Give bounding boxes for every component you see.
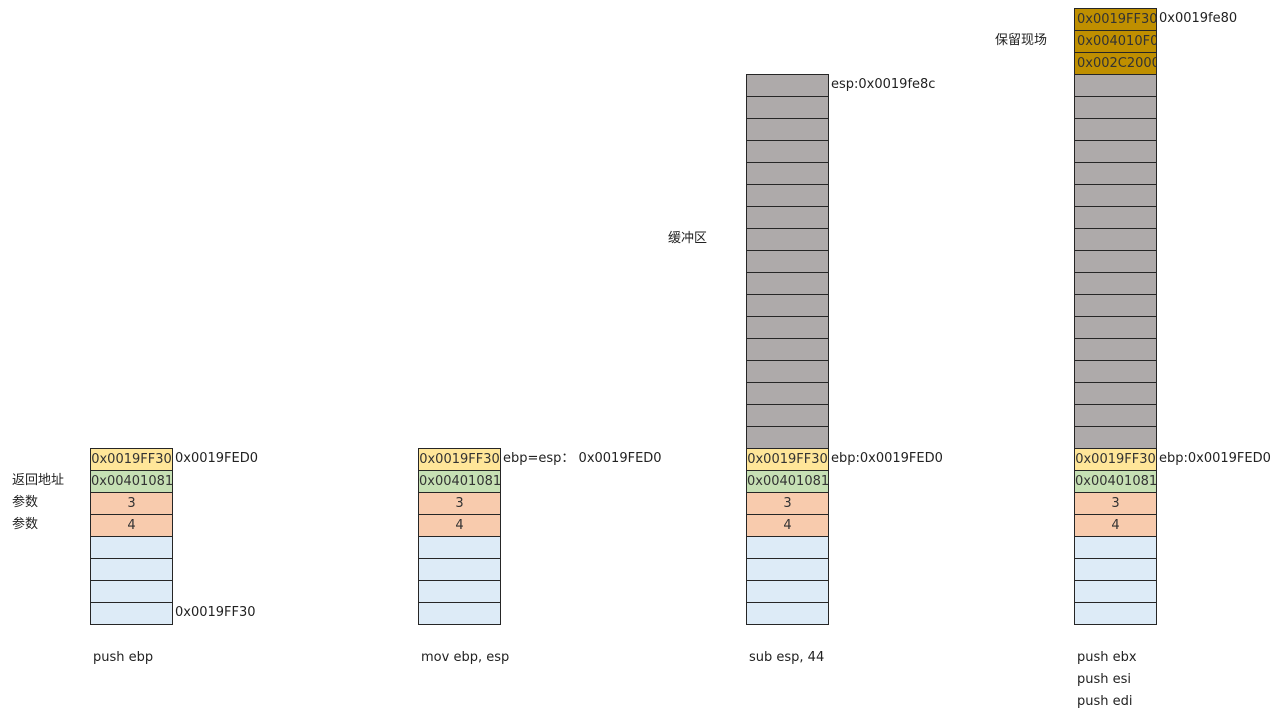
buffer-cell [746,206,829,229]
buffer-cell [746,272,829,295]
address-label: ebp:0x0019FED0 [831,451,943,466]
buffer-cell [1074,206,1157,229]
buffer-cell [1074,250,1157,273]
buffer-cell [746,426,829,449]
address-label: ebp=esp： 0x0019FED0 [503,451,662,466]
stack-cell [90,558,173,581]
region-note: 保留现场 [995,33,1048,48]
stack-cell [418,558,501,581]
saved-register-cell: 0x002C2000 [1074,52,1157,75]
stack-cell [1074,536,1157,559]
stack-cell: 4 [90,514,173,537]
buffer-cell [746,140,829,163]
buffer-cell [746,316,829,339]
buffer-cell [1074,162,1157,185]
stack-cell: 0x0019FF30 [90,448,173,471]
stack-cell: 0x00401081 [746,470,829,493]
buffer-cell [746,294,829,317]
stack-cell [746,558,829,581]
stack-cell: 0x0019FF30 [746,448,829,471]
buffer-cell [1074,184,1157,207]
buffer-cell [1074,272,1157,295]
instruction-caption: push edi [1077,694,1133,709]
address-label: 0x0019FF30 [175,605,256,620]
buffer-cell [1074,228,1157,251]
stack-cell [418,602,501,625]
slot-label: 返回地址 [12,473,65,488]
buffer-cell [1074,294,1157,317]
stack-cell [90,602,173,625]
buffer-cell [746,404,829,427]
stack-cell [418,580,501,603]
stack-cell: 3 [746,492,829,515]
buffer-cell [1074,426,1157,449]
slot-label: 参数 [12,517,39,532]
address-label: ebp:0x0019FED0 [1159,451,1271,466]
saved-register-cell: 0x0019FF30 [1074,8,1157,31]
stack-cell: 3 [1074,492,1157,515]
stack-cell: 4 [418,514,501,537]
instruction-caption: sub esp, 44 [749,650,825,665]
stack-cell [418,536,501,559]
address-label: 0x0019FED0 [175,451,259,466]
stack-cell [1074,602,1157,625]
instruction-caption: push ebx [1077,650,1137,665]
buffer-cell [746,338,829,361]
buffer-cell [746,118,829,141]
instruction-caption: push ebp [93,650,154,665]
instruction-caption: push esi [1077,672,1132,687]
buffer-cell [1074,118,1157,141]
buffer-cell [1074,140,1157,163]
region-note: 缓冲区 [668,231,708,246]
buffer-cell [746,228,829,251]
stack-cell [746,602,829,625]
buffer-cell [746,162,829,185]
stack-cell: 3 [90,492,173,515]
address-label: 0x0019fe80 [1159,11,1238,26]
stack-cell: 0x0019FF30 [1074,448,1157,471]
buffer-cell [746,96,829,119]
buffer-cell [746,382,829,405]
buffer-cell [746,360,829,383]
buffer-cell [746,250,829,273]
stack-cell [90,536,173,559]
stack-cell [90,580,173,603]
stack-cell: 0x00401081 [90,470,173,493]
buffer-cell [1074,338,1157,361]
address-label: esp:0x0019fe8c [831,77,936,92]
buffer-cell [746,184,829,207]
buffer-cell [746,74,829,97]
instruction-caption: mov ebp, esp [421,650,510,665]
buffer-cell [1074,382,1157,405]
stack-cell: 4 [746,514,829,537]
stack-cell: 0x00401081 [1074,470,1157,493]
stack-cell [746,580,829,603]
saved-register-cell: 0x004010F0 [1074,30,1157,53]
stack-cell [746,536,829,559]
buffer-cell [1074,316,1157,339]
stack-cell: 0x0019FF30 [418,448,501,471]
buffer-cell [1074,74,1157,97]
buffer-cell [1074,96,1157,119]
buffer-cell [1074,404,1157,427]
stack-cell: 4 [1074,514,1157,537]
stack-cell: 3 [418,492,501,515]
slot-label: 参数 [12,495,39,510]
stack-cell [1074,558,1157,581]
stack-cell: 0x00401081 [418,470,501,493]
stack-cell [1074,580,1157,603]
buffer-cell [1074,360,1157,383]
